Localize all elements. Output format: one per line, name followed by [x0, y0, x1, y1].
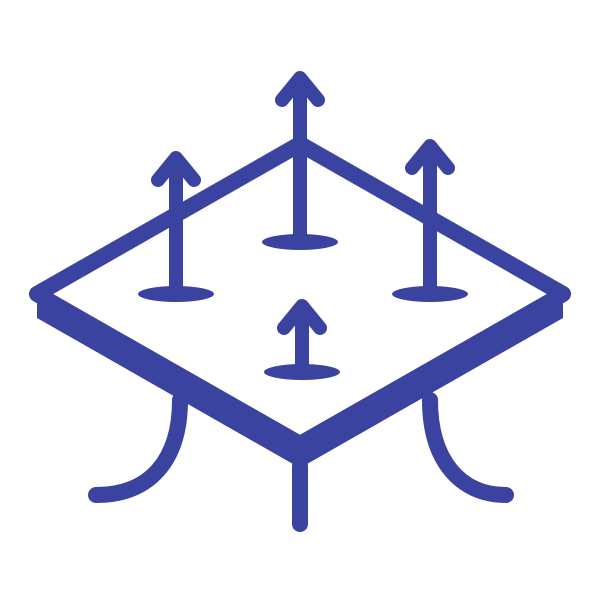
arrow-front-center-icon — [264, 299, 340, 380]
arrow-right-icon — [392, 139, 468, 302]
arrow-back-center-icon — [262, 71, 338, 250]
left-leg-icon — [88, 392, 188, 503]
right-leg-icon — [422, 392, 514, 503]
arrow-left-icon — [138, 151, 214, 302]
